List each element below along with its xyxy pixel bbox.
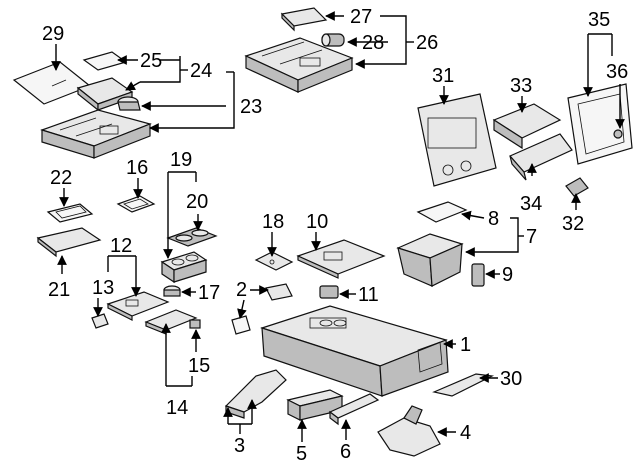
part-22-insert xyxy=(46,203,94,223)
part-13-clip xyxy=(91,313,109,329)
part-33-bracket xyxy=(492,103,562,150)
part-4-bracket xyxy=(377,405,441,457)
part-18-bracket xyxy=(254,251,294,271)
callout-19: 19 xyxy=(170,149,192,171)
part-cover-small xyxy=(231,315,251,335)
part-35-panel xyxy=(567,83,633,165)
part-23-socket xyxy=(117,96,141,111)
callout-12: 12 xyxy=(110,235,132,257)
part-9-latch xyxy=(471,263,485,287)
callout-9: 9 xyxy=(502,264,513,286)
part-32-clip xyxy=(565,177,589,197)
part-14-bezel xyxy=(144,309,198,335)
callout-2: 2 xyxy=(236,279,247,301)
part-16-pad xyxy=(116,195,156,213)
part-8-mat xyxy=(416,201,468,223)
callout-34: 34 xyxy=(520,193,542,215)
part-7-bin xyxy=(396,233,464,287)
part-36-screw xyxy=(613,129,623,139)
part-20-cupholder xyxy=(166,227,218,247)
callout-31: 31 xyxy=(432,65,454,87)
callout-6: 6 xyxy=(340,441,351,463)
part-25-mat xyxy=(82,51,128,71)
part-3-bracket xyxy=(224,369,287,419)
callout-26: 26 xyxy=(416,32,438,54)
callout-3: 3 xyxy=(234,435,245,457)
callout-15: 15 xyxy=(188,355,210,377)
callout-4: 4 xyxy=(460,422,471,444)
part-26-upper-lid xyxy=(244,37,354,93)
part-1-console xyxy=(260,305,449,397)
callout-20: 20 xyxy=(186,191,208,213)
part-6-trim xyxy=(328,393,380,426)
callout-29: 29 xyxy=(42,23,64,45)
part-2-clip xyxy=(265,283,293,301)
callout-18: 18 xyxy=(262,211,284,233)
callout-23: 23 xyxy=(240,96,262,118)
callout-16: 16 xyxy=(126,157,148,179)
callout-10: 10 xyxy=(306,211,328,233)
callout-1: 1 xyxy=(460,334,471,356)
callout-5: 5 xyxy=(296,443,307,465)
callout-24: 24 xyxy=(190,60,212,82)
callout-7: 7 xyxy=(526,226,537,248)
callout-27: 27 xyxy=(350,6,372,28)
part-21-pad xyxy=(36,227,102,258)
part-24-tray xyxy=(76,77,134,112)
part-19-cupholder-box xyxy=(160,251,208,284)
callout-33: 33 xyxy=(510,75,532,97)
part-30-trim xyxy=(432,373,495,397)
part-10-trim xyxy=(296,239,386,279)
leader-lines xyxy=(51,11,625,442)
callout-36: 36 xyxy=(606,61,628,83)
part-11-switch xyxy=(319,285,339,299)
callout-35: 35 xyxy=(588,9,610,31)
callout-25: 25 xyxy=(140,50,162,72)
callout-22: 22 xyxy=(50,167,72,189)
part-17-knob xyxy=(163,285,181,297)
callout-32: 32 xyxy=(562,213,584,235)
part-15-clip xyxy=(189,319,201,329)
part-lower-console-lid xyxy=(40,109,152,159)
callout-21: 21 xyxy=(48,279,70,301)
part-34-pocket xyxy=(509,133,573,181)
part-12-bezel xyxy=(106,291,170,321)
callout-14: 14 xyxy=(166,397,188,419)
callout-28: 28 xyxy=(362,32,384,54)
part-28-socket xyxy=(321,33,345,47)
part-27-tray xyxy=(280,7,328,32)
callout-30: 30 xyxy=(500,368,522,390)
callout-11: 11 xyxy=(358,284,379,306)
callout-labels: 29 25 24 23 27 28 26 22 16 19 20 21 12 1… xyxy=(42,6,628,465)
callout-17: 17 xyxy=(198,282,220,304)
part-31-bezel xyxy=(417,93,497,187)
callout-13: 13 xyxy=(92,277,114,299)
part-29-mat xyxy=(12,61,92,105)
callout-8: 8 xyxy=(488,208,499,230)
